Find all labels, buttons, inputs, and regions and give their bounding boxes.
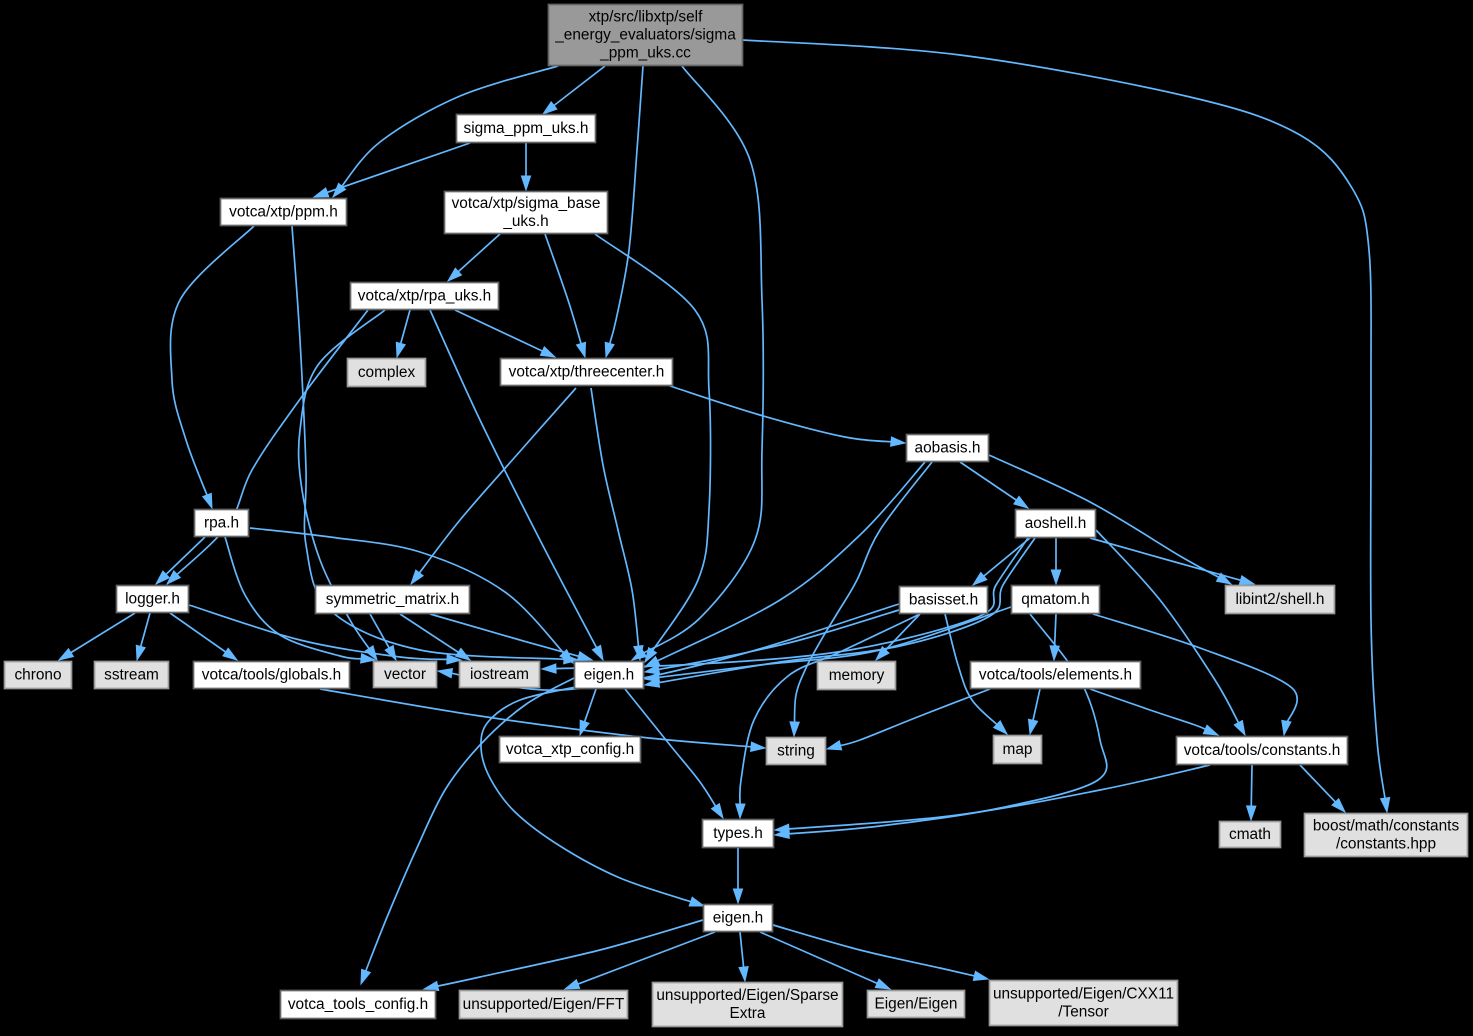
svg-text:/Tensor: /Tensor (1058, 1004, 1108, 1021)
svg-text:_ppm_uks.cc: _ppm_uks.cc (599, 45, 691, 62)
svg-text:votca/xtp/ppm.h: votca/xtp/ppm.h (229, 204, 338, 221)
svg-text:aobasis.h: aobasis.h (915, 440, 981, 457)
svg-text:map: map (1003, 741, 1033, 758)
svg-text:votca/tools/constants.h: votca/tools/constants.h (1184, 742, 1341, 759)
svg-text:iostream: iostream (470, 666, 529, 683)
svg-text:Extra: Extra (730, 1005, 766, 1022)
svg-text:symmetric_matrix.h: symmetric_matrix.h (326, 591, 459, 608)
svg-text:votca/xtp/rpa_uks.h: votca/xtp/rpa_uks.h (358, 288, 491, 305)
svg-text:eigen.h: eigen.h (713, 910, 764, 927)
svg-text:memory: memory (829, 667, 885, 684)
svg-text:unsupported/Eigen/Sparse: unsupported/Eigen/Sparse (656, 987, 838, 1004)
svg-text:string: string (777, 743, 815, 760)
svg-text:aoshell.h: aoshell.h (1025, 515, 1087, 532)
svg-text:eigen.h: eigen.h (584, 667, 635, 684)
svg-text:sstream: sstream (104, 667, 159, 684)
svg-text:xtp/src/libxtp/self: xtp/src/libxtp/self (589, 9, 703, 26)
svg-text:sigma_ppm_uks.h: sigma_ppm_uks.h (464, 120, 589, 137)
svg-text:vector: vector (384, 666, 426, 683)
svg-text:votca/tools/elements.h: votca/tools/elements.h (979, 667, 1132, 684)
svg-text:complex: complex (358, 364, 416, 381)
svg-text:votca_xtp_config.h: votca_xtp_config.h (506, 741, 634, 758)
svg-text:_uks.h: _uks.h (502, 213, 548, 230)
svg-text:votca/xtp/sigma_base: votca/xtp/sigma_base (452, 195, 601, 212)
svg-text:Eigen/Eigen: Eigen/Eigen (874, 996, 957, 1013)
svg-text:rpa.h: rpa.h (204, 515, 239, 532)
svg-text:logger.h: logger.h (125, 591, 180, 608)
svg-text:unsupported/Eigen/CXX11: unsupported/Eigen/CXX11 (993, 986, 1174, 1003)
svg-text:qmatom.h: qmatom.h (1021, 591, 1089, 608)
svg-text:boost/math/constants: boost/math/constants (1313, 818, 1460, 835)
svg-text:_energy_evaluators/sigma: _energy_evaluators/sigma (554, 27, 736, 44)
svg-text:libint2/shell.h: libint2/shell.h (1236, 591, 1325, 608)
svg-text:votca/xtp/threecenter.h: votca/xtp/threecenter.h (509, 364, 665, 381)
svg-text:types.h: types.h (713, 825, 763, 842)
svg-text:unsupported/Eigen/FFT: unsupported/Eigen/FFT (463, 996, 625, 1013)
svg-text:votca_tools_config.h: votca_tools_config.h (288, 996, 428, 1013)
svg-text:chrono: chrono (14, 667, 61, 684)
svg-text:basisset.h: basisset.h (909, 592, 978, 609)
svg-text:/constants.hpp: /constants.hpp (1336, 836, 1436, 853)
svg-text:cmath: cmath (1229, 826, 1271, 843)
svg-text:votca/tools/globals.h: votca/tools/globals.h (202, 667, 341, 684)
